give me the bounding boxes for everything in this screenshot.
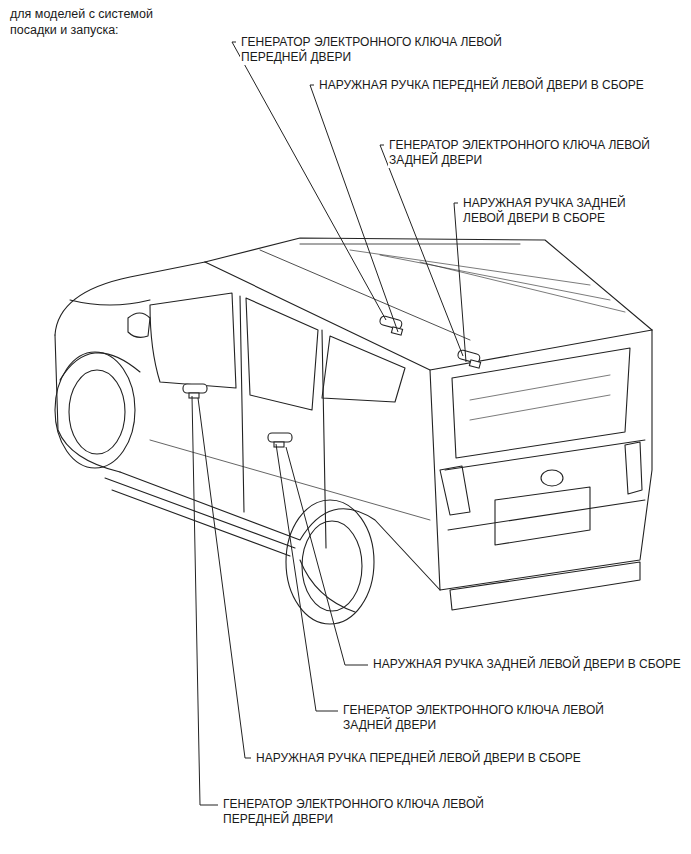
part-label: ГЕНЕРАТОР ЭЛЕКТРОННОГО КЛЮЧА ЛЕВОЙ ЗАДНЕ…: [342, 703, 606, 733]
part-label: НАРУЖНАЯ РУЧКА ПЕРЕДНЕЙ ЛЕВОЙ ДВЕРИ В СБ…: [255, 751, 592, 766]
part-label: НАРУЖНАЯ РУЧКА ЗАДНЕЙ ЛЕВОЙ ДВЕРИ В СБОР…: [372, 657, 686, 672]
part-label: НАРУЖНАЯ РУЧКА ПЕРЕДНЕЙ ЛЕВОЙ ДВЕРИ В СБ…: [318, 78, 655, 93]
part-label: ГЕНЕРАТОР ЭЛЕКТРОННОГО КЛЮЧА ЛЕВОЙ ЗАДНЕ…: [388, 138, 652, 168]
heading-note: для моделей с системой посадки и запуска…: [10, 6, 190, 38]
part-label: ГЕНЕРАТОР ЭЛЕКТРОННОГО КЛЮЧА ЛЕВОЙ ПЕРЕД…: [240, 35, 504, 65]
part-label: НАРУЖНАЯ РУЧКА ЗАДНЕЙ ЛЕВОЙ ДВЕРИ В СБОР…: [462, 196, 654, 226]
part-label: ГЕНЕРАТОР ЭЛЕКТРОННОГО КЛЮЧА ЛЕВОЙ ПЕРЕД…: [222, 797, 536, 827]
